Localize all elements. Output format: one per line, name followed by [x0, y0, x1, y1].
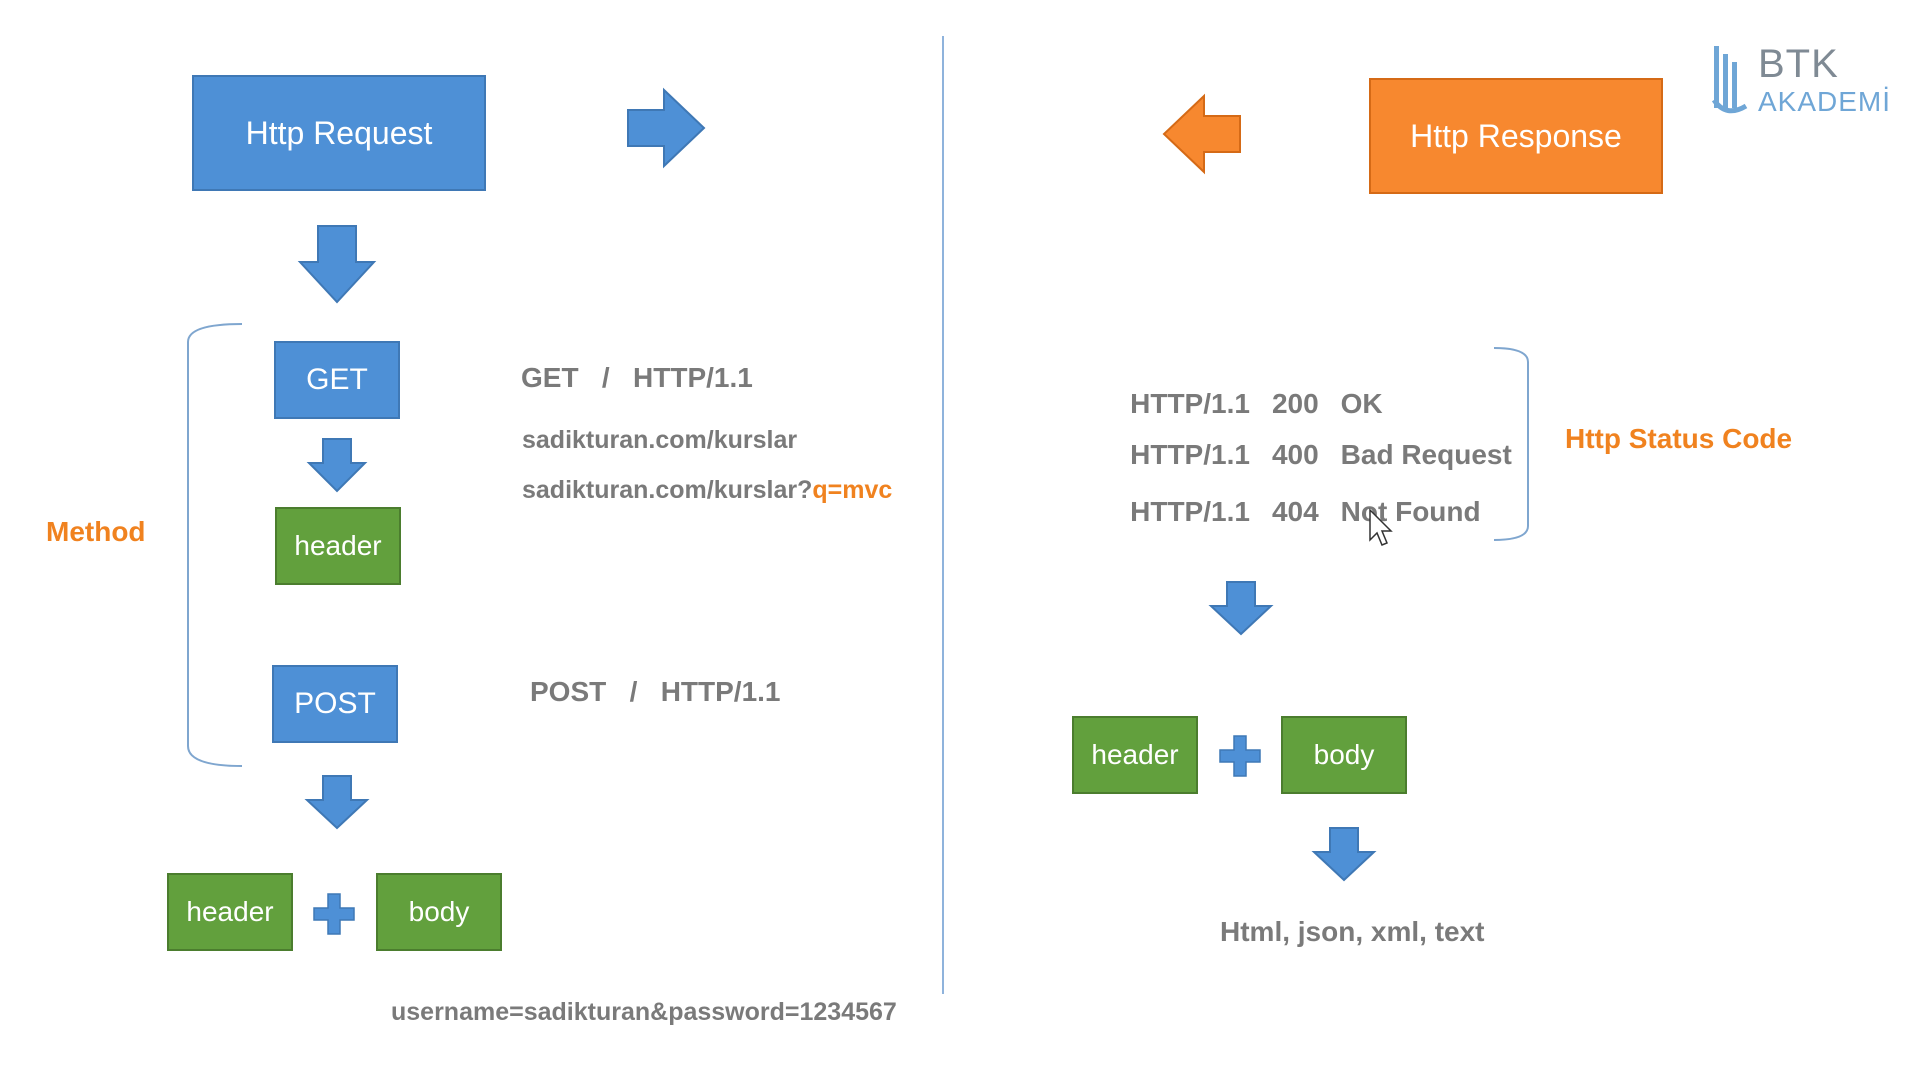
- plus-icon: [1219, 735, 1261, 777]
- status-code: 200: [1271, 388, 1319, 419]
- status-bracket: [1493, 347, 1529, 541]
- status-version: HTTP/1.1: [1130, 388, 1250, 419]
- get-method-label: GET: [306, 363, 368, 396]
- get-header-box: header: [275, 507, 401, 585]
- response-header-box: header: [1072, 716, 1198, 794]
- method-label: Method: [46, 516, 146, 547]
- url-plain: sadikturan.com/kurslar: [522, 426, 798, 454]
- status-line-200: HTTP/1.1 200 OK: [1099, 356, 1383, 452]
- logo-line1: BTK: [1758, 42, 1839, 86]
- status-line-400: HTTP/1.1 400 Bad Request: [1099, 407, 1512, 503]
- http-response-box: Http Response: [1369, 78, 1663, 194]
- response-formats: Html, json, xml, text: [1220, 916, 1485, 947]
- arrow-down-icon: [1311, 827, 1377, 882]
- arrow-down-icon: [1208, 581, 1274, 636]
- get-method-box: GET: [274, 341, 400, 419]
- arrow-left-icon: [1162, 93, 1241, 175]
- response-header-label: header: [1091, 739, 1179, 770]
- url-query-base: sadikturan.com/kurslar?: [522, 476, 813, 504]
- post-method-box: POST: [272, 665, 398, 743]
- logo-mark-icon: [1711, 46, 1748, 114]
- post-method-label: POST: [294, 687, 376, 720]
- arrow-down-icon: [304, 775, 370, 830]
- post-body-label: body: [408, 896, 470, 927]
- mouse-cursor-icon: [1369, 508, 1393, 546]
- status-code: 404: [1271, 496, 1319, 527]
- post-request-line: POST / HTTP/1.1: [530, 676, 781, 707]
- http-response-title: Http Response: [1410, 117, 1622, 154]
- section-divider: [942, 36, 944, 994]
- status-version: HTTP/1.1: [1130, 496, 1250, 527]
- status-code: 400: [1271, 439, 1319, 470]
- get-request-line: GET / HTTP/1.1: [521, 362, 753, 393]
- post-body-example: username=sadikturan&password=1234567: [391, 998, 897, 1026]
- http-status-code-label: Http Status Code: [1565, 423, 1793, 454]
- post-body-box: body: [376, 873, 502, 951]
- response-body-box: body: [1281, 716, 1407, 794]
- status-text: OK: [1340, 388, 1383, 419]
- plus-icon: [313, 893, 355, 935]
- post-header-box: header: [167, 873, 293, 951]
- arrow-down-icon: [306, 438, 368, 493]
- status-line-404: HTTP/1.1 404 Not Found: [1099, 464, 1481, 560]
- status-text: Bad Request: [1340, 439, 1512, 470]
- status-text: Not Found: [1340, 496, 1481, 527]
- method-bracket: [187, 323, 243, 767]
- post-header-label: header: [186, 896, 274, 927]
- http-request-title: Http Request: [245, 114, 433, 151]
- logo-line2: AKADEMİ: [1758, 86, 1892, 117]
- url-with-query: sadikturan.com/kurslar?q=mvc: [522, 476, 892, 505]
- url-query-param: q=mvc: [812, 476, 893, 504]
- arrow-down-icon: [297, 225, 377, 304]
- response-body-label: body: [1313, 739, 1375, 770]
- btk-akademi-logo: BTK AKADEMİ: [1708, 40, 1894, 120]
- arrow-right-icon: [627, 87, 706, 169]
- http-request-box: Http Request: [192, 75, 486, 191]
- status-version: HTTP/1.1: [1130, 439, 1250, 470]
- get-header-label: header: [294, 530, 382, 561]
